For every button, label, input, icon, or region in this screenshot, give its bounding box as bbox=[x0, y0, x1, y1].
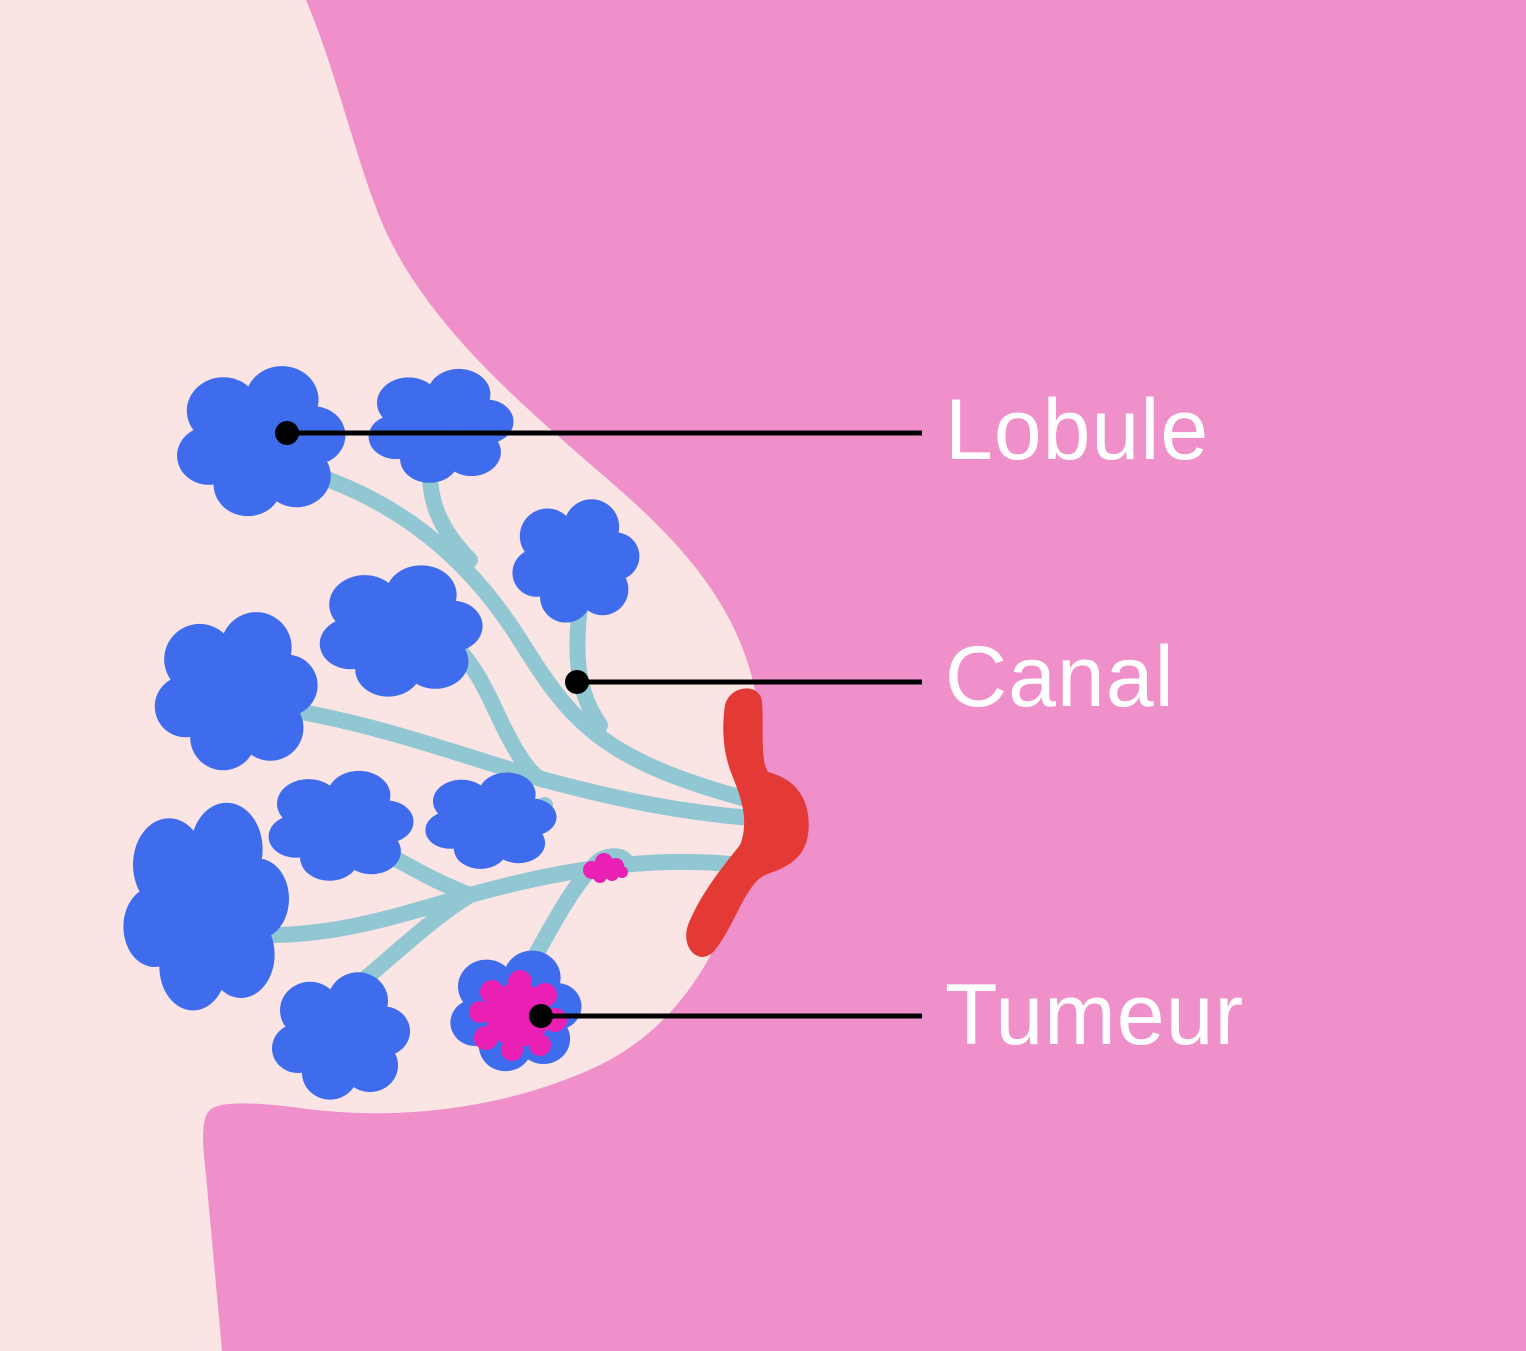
label-canal: Canal bbox=[945, 629, 1175, 725]
tumor-small bbox=[583, 853, 628, 883]
duct-upper bbox=[292, 462, 758, 808]
label-lobule: Lobule bbox=[945, 382, 1209, 478]
leader-lines bbox=[287, 430, 922, 1019]
duct-middle-branch bbox=[442, 632, 553, 788]
tumor-large bbox=[469, 970, 567, 1061]
leader-dots bbox=[275, 421, 589, 1028]
label-tumeur: Tumeur bbox=[945, 967, 1244, 1063]
duct-canal bbox=[569, 597, 608, 733]
leader-dot-lobule bbox=[275, 421, 299, 445]
leader-dot-tumeur bbox=[529, 1004, 553, 1028]
leader-dot-canal bbox=[565, 670, 589, 694]
nipple bbox=[686, 688, 809, 957]
